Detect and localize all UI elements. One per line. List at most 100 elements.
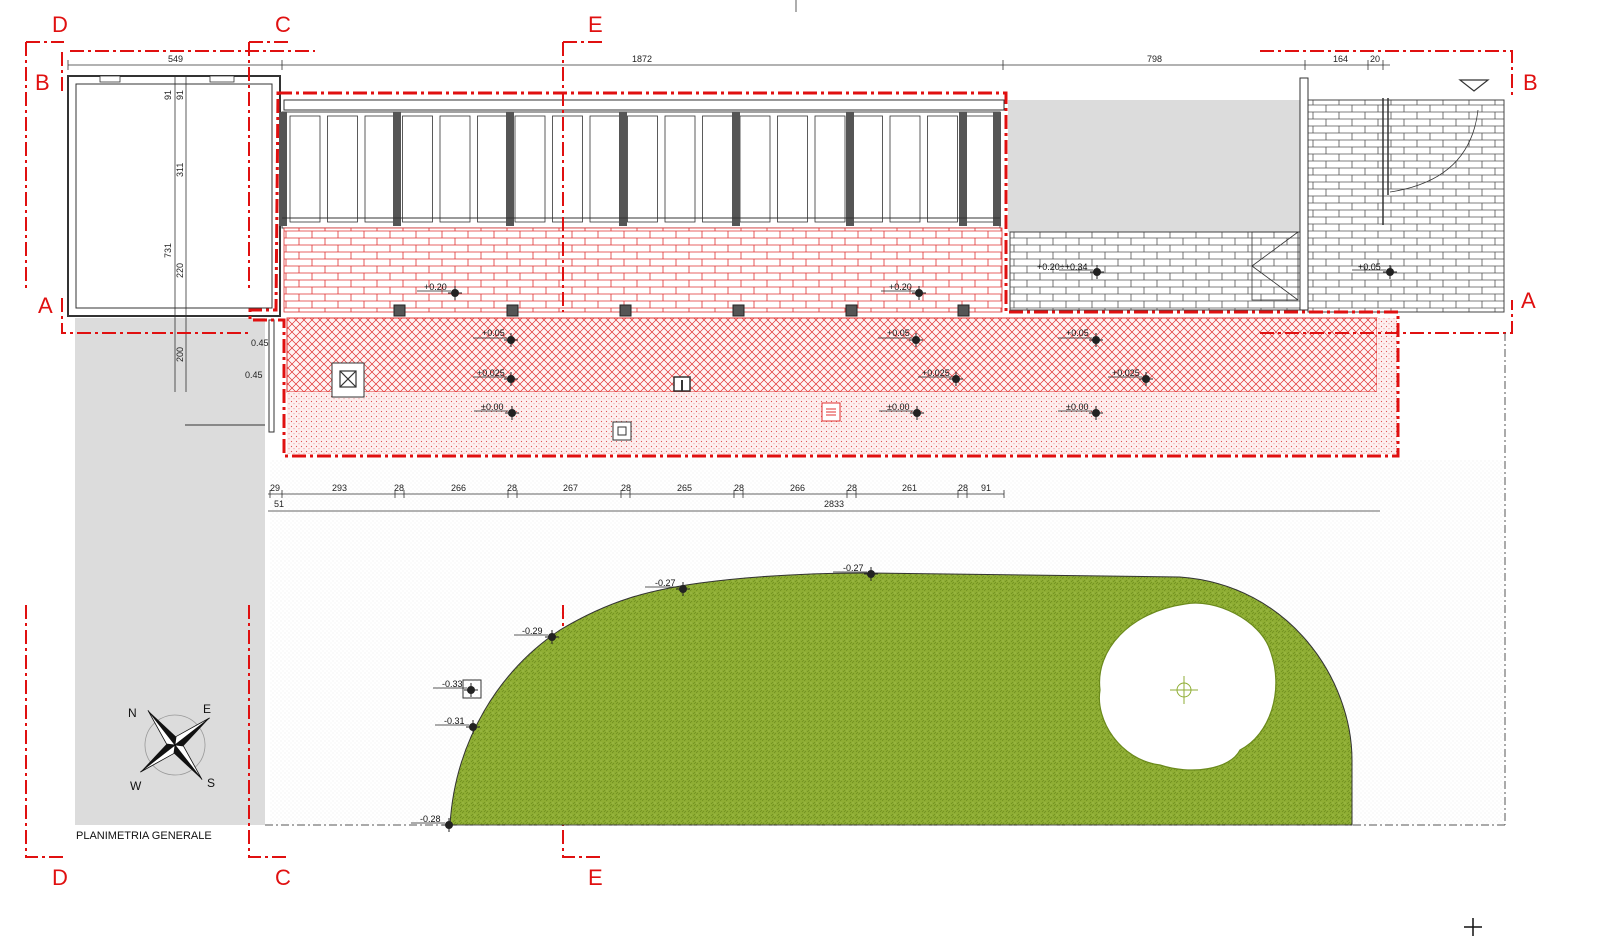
dim-chain-value: 261 (902, 483, 917, 493)
level-marker (435, 720, 480, 734)
pergola-slat (589, 115, 621, 223)
pergola-slat (552, 115, 583, 223)
dim-chain-value: 28 (734, 483, 744, 493)
pergola-slat (439, 115, 471, 223)
section-label-c-top: C (275, 12, 291, 37)
dim-chain-value: 266 (790, 483, 805, 493)
pergola-slat (664, 115, 696, 223)
pergola-slat (889, 115, 921, 223)
pillar (393, 304, 406, 317)
pergola-beam (619, 112, 627, 226)
level-plus005-3: +0.05 (1066, 328, 1089, 338)
level-marker (417, 286, 462, 300)
level-plus020-right: +0.20 (889, 282, 912, 292)
pergola-beam (279, 112, 287, 226)
pergola-slat (364, 115, 396, 223)
pergola-slat (477, 115, 508, 223)
level-zero-3: ±0.00 (1066, 402, 1088, 412)
level-minus031: -0.31 (444, 716, 465, 726)
level-marker (1352, 265, 1397, 279)
section-label-e-bottom: E (588, 865, 603, 890)
level-plus0025-3: +0.025 (1112, 368, 1140, 378)
level-plus0025-2: +0.025 (922, 368, 950, 378)
level-plus005-wall: +0.05 (1358, 262, 1381, 272)
pergola-beam (732, 112, 740, 226)
bottom-dimension-lines (268, 493, 1380, 512)
level-plus020-034: +0.20÷+0.34 (1037, 262, 1087, 272)
level-zero-2: ±0.00 (887, 402, 909, 412)
pergola-pillars (290, 304, 970, 331)
level-marker (514, 630, 559, 644)
dim-798: 798 (1147, 54, 1162, 64)
level-marker (1058, 406, 1103, 420)
section-label-b-right: B (1523, 70, 1538, 95)
level-marker (879, 406, 924, 420)
pergola-slat (514, 115, 546, 223)
level-zero-1: ±0.00 (481, 402, 503, 412)
pergola-slat (814, 115, 846, 223)
pergola-slat (739, 115, 771, 223)
dim-91-b: 91 (175, 90, 185, 100)
level-marker (433, 683, 478, 697)
brick-wall-right (1307, 99, 1505, 313)
level-marker (473, 333, 518, 347)
dim-chain-value: 267 (563, 483, 578, 493)
gray-area-top (1008, 100, 1306, 232)
dim-0-45-b: 0.45 (245, 370, 263, 380)
pillar (732, 304, 745, 317)
level-marker (1108, 372, 1153, 386)
pergola-slat (777, 115, 808, 223)
compass-rose (140, 710, 210, 780)
dim-chain-value: 91 (981, 483, 991, 493)
dim-220: 220 (175, 263, 185, 278)
level-marker (918, 372, 963, 386)
dim-chain-value: 29 (270, 483, 280, 493)
compass-s: S (207, 776, 215, 790)
level-minus028: -0.28 (420, 814, 441, 824)
level-plus020-left: +0.20 (424, 282, 447, 292)
level-marker (645, 582, 690, 596)
pillar (845, 304, 858, 317)
terrace-crosshatch (286, 317, 1378, 393)
brick-paving-red (283, 227, 1003, 313)
dim-731: 731 (163, 243, 173, 258)
pergola-slat (964, 115, 996, 223)
dim-2833: 2833 (824, 499, 844, 509)
dim-549: 549 (168, 54, 183, 64)
crosshair-mark (1464, 918, 1482, 936)
pergola-beam (959, 112, 967, 226)
compass-w: W (130, 779, 142, 793)
dim-chain-value: 293 (332, 483, 347, 493)
pergola-beam (993, 112, 1001, 226)
tree-center-marker (1170, 676, 1198, 704)
dim-91-a: 91 (163, 90, 173, 100)
red-boundary-lines (248, 91, 1400, 458)
level-minus033: -0.33 (442, 679, 463, 689)
pillar (619, 304, 632, 317)
pergola-slat (927, 115, 958, 223)
dim-chain-value: 28 (621, 483, 631, 493)
level-minus027-b: -0.27 (843, 563, 864, 573)
level-marker (473, 372, 518, 386)
level-marker (878, 333, 923, 347)
dim-20: 20 (1370, 54, 1380, 64)
pergola-beam (846, 112, 854, 226)
dim-311: 311 (175, 163, 185, 177)
top-dimension-line (67, 0, 1390, 70)
level-plus005-2: +0.05 (887, 328, 910, 338)
dim-chain-value: 265 (677, 483, 692, 493)
pergola-slat (289, 115, 321, 223)
compass-e: E (203, 702, 211, 716)
existing-building (67, 75, 281, 317)
dim-chain-value: 28 (507, 483, 517, 493)
brick-paving-right (1009, 231, 1307, 311)
level-marker (411, 818, 456, 832)
level-marker (833, 567, 878, 581)
pillar (506, 304, 519, 317)
pergola-slat (327, 115, 358, 223)
section-label-b-left: B (35, 70, 50, 95)
pergola-slat (702, 115, 733, 223)
level-marker (1058, 333, 1103, 347)
pergola-roof-edge (283, 99, 1005, 111)
